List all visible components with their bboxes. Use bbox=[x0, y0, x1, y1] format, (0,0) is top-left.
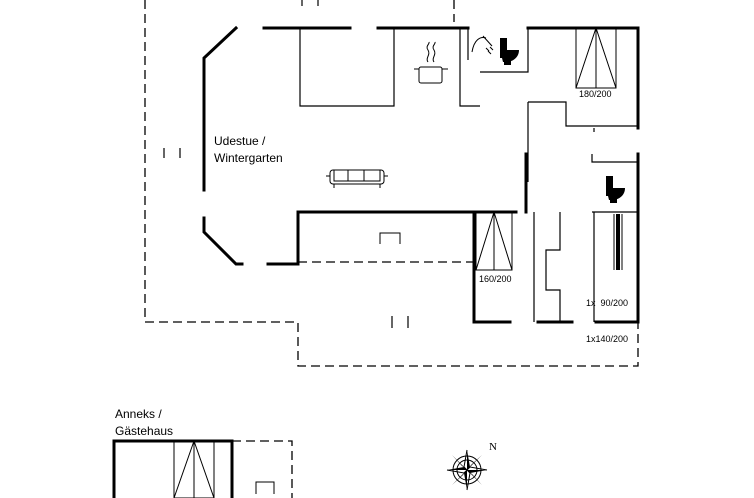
cooking-pot-icon bbox=[414, 41, 448, 84]
bunk-bed-icon bbox=[613, 214, 623, 270]
interior-walls bbox=[163, 28, 638, 328]
annex-walls bbox=[112, 439, 293, 498]
bed-icon bbox=[575, 26, 617, 89]
sunroom-walls bbox=[202, 25, 302, 266]
bed-size-160: 160/200 bbox=[479, 274, 512, 284]
compass-north-label: N bbox=[489, 441, 497, 453]
bed-size-bunk-line2: 1x140/200 bbox=[586, 334, 629, 344]
annex-label: Anneks / Gästehaus bbox=[115, 406, 173, 440]
bed-size-180: 180/200 bbox=[579, 89, 612, 99]
toilet-icon bbox=[500, 38, 519, 65]
compass-icon bbox=[446, 449, 488, 491]
bed-size-bunk: 1x 90/200 1x140/200 bbox=[586, 273, 628, 357]
sofa-icon bbox=[326, 169, 388, 188]
annex-label-line2: Gästehaus bbox=[115, 424, 174, 438]
stove-icon bbox=[255, 232, 401, 494]
bed-size-bunk-line1: 1x 90/200 bbox=[586, 298, 629, 308]
bed-icon-2 bbox=[475, 210, 513, 271]
shower-icon bbox=[471, 35, 494, 55]
sunroom-label: Udestue / Wintergarten bbox=[214, 133, 283, 167]
sunroom-label-line2: Wintergarten bbox=[214, 151, 283, 165]
terrace-outline bbox=[144, 0, 639, 367]
annex-label-line1: Anneks / bbox=[115, 407, 162, 421]
sunroom-label-line1: Udestue / bbox=[214, 134, 266, 148]
toilet-icon-2 bbox=[606, 176, 625, 203]
